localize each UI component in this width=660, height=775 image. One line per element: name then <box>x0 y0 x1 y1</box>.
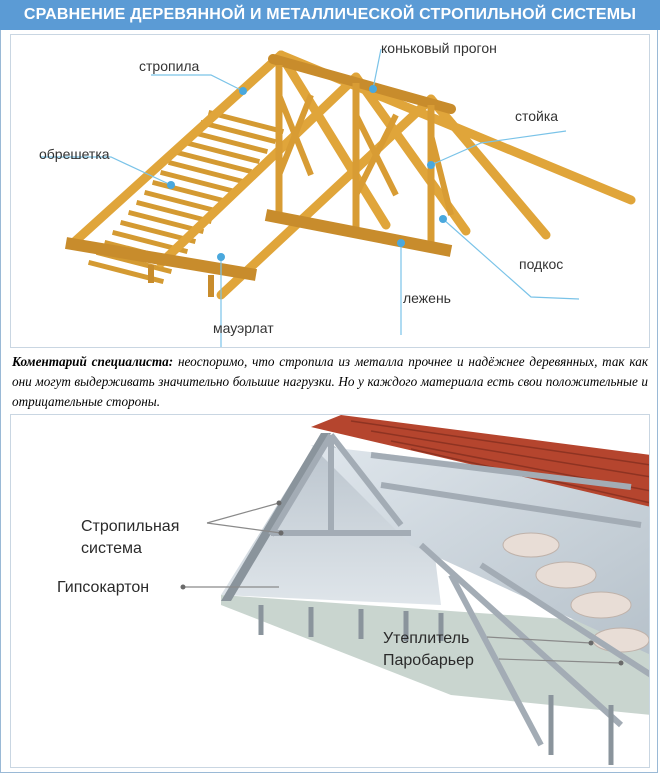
metal-trusses <box>268 433 649 747</box>
sill-beam <box>264 209 453 257</box>
wall-plate <box>65 237 257 281</box>
label-obreshetka: обрешетка <box>39 146 110 162</box>
metal-leader-lines <box>183 502 622 664</box>
comment-text: неоспоримо, что стропила из металла проч… <box>12 354 648 409</box>
wooden-rafter-diagram: стропила коньковый прогон стойка обрешет… <box>10 34 650 348</box>
comment-lead: Коментарий специалиста: <box>12 354 174 369</box>
struts <box>276 93 454 216</box>
leader-dots <box>167 85 447 261</box>
label-stoyka: стойка <box>515 108 558 124</box>
label-konkovy-progon: коньковый прогон <box>381 40 497 56</box>
label-podkos: подкос <box>519 256 563 272</box>
battens <box>87 109 285 285</box>
wooden-rafter-svg: стропила коньковый прогон стойка обрешет… <box>39 40 636 347</box>
label-uteplitel: Утеплитель <box>383 630 469 647</box>
eave-left <box>221 433 331 601</box>
metal-rafter-diagram: Стропильная система Гипсокартон Утеплите… <box>10 414 650 768</box>
label-stropilnaya-sistema-line1: Стропильная <box>81 518 179 535</box>
label-parobarier: Паробарьер <box>383 652 474 669</box>
metal-rafter-svg: Стропильная система Гипсокартон Утеплите… <box>57 415 649 765</box>
label-gipsokarton: Гипсокартон <box>57 579 149 596</box>
support-posts <box>258 605 614 765</box>
label-stropilnaya-sistema-line2: система <box>81 540 142 557</box>
plasterboard-ceiling <box>221 595 649 715</box>
expert-comment: Коментарий специалиста: неоспоримо, что … <box>12 352 648 412</box>
label-lezhen: лежень <box>403 290 451 306</box>
wood-structure <box>65 50 636 300</box>
label-mauerlat: мауэрлат <box>213 320 274 336</box>
page-title: СРАВНЕНИЕ ДЕРЕВЯННОЙ И МЕТАЛЛИЧЕСКОЙ СТР… <box>0 0 660 30</box>
foil-layer <box>311 445 649 655</box>
posts <box>275 65 435 249</box>
label-stropila: стропила <box>139 58 200 74</box>
metal-leader-dots <box>180 500 624 666</box>
ridge-beam <box>268 54 456 114</box>
leader-lines <box>41 48 580 347</box>
